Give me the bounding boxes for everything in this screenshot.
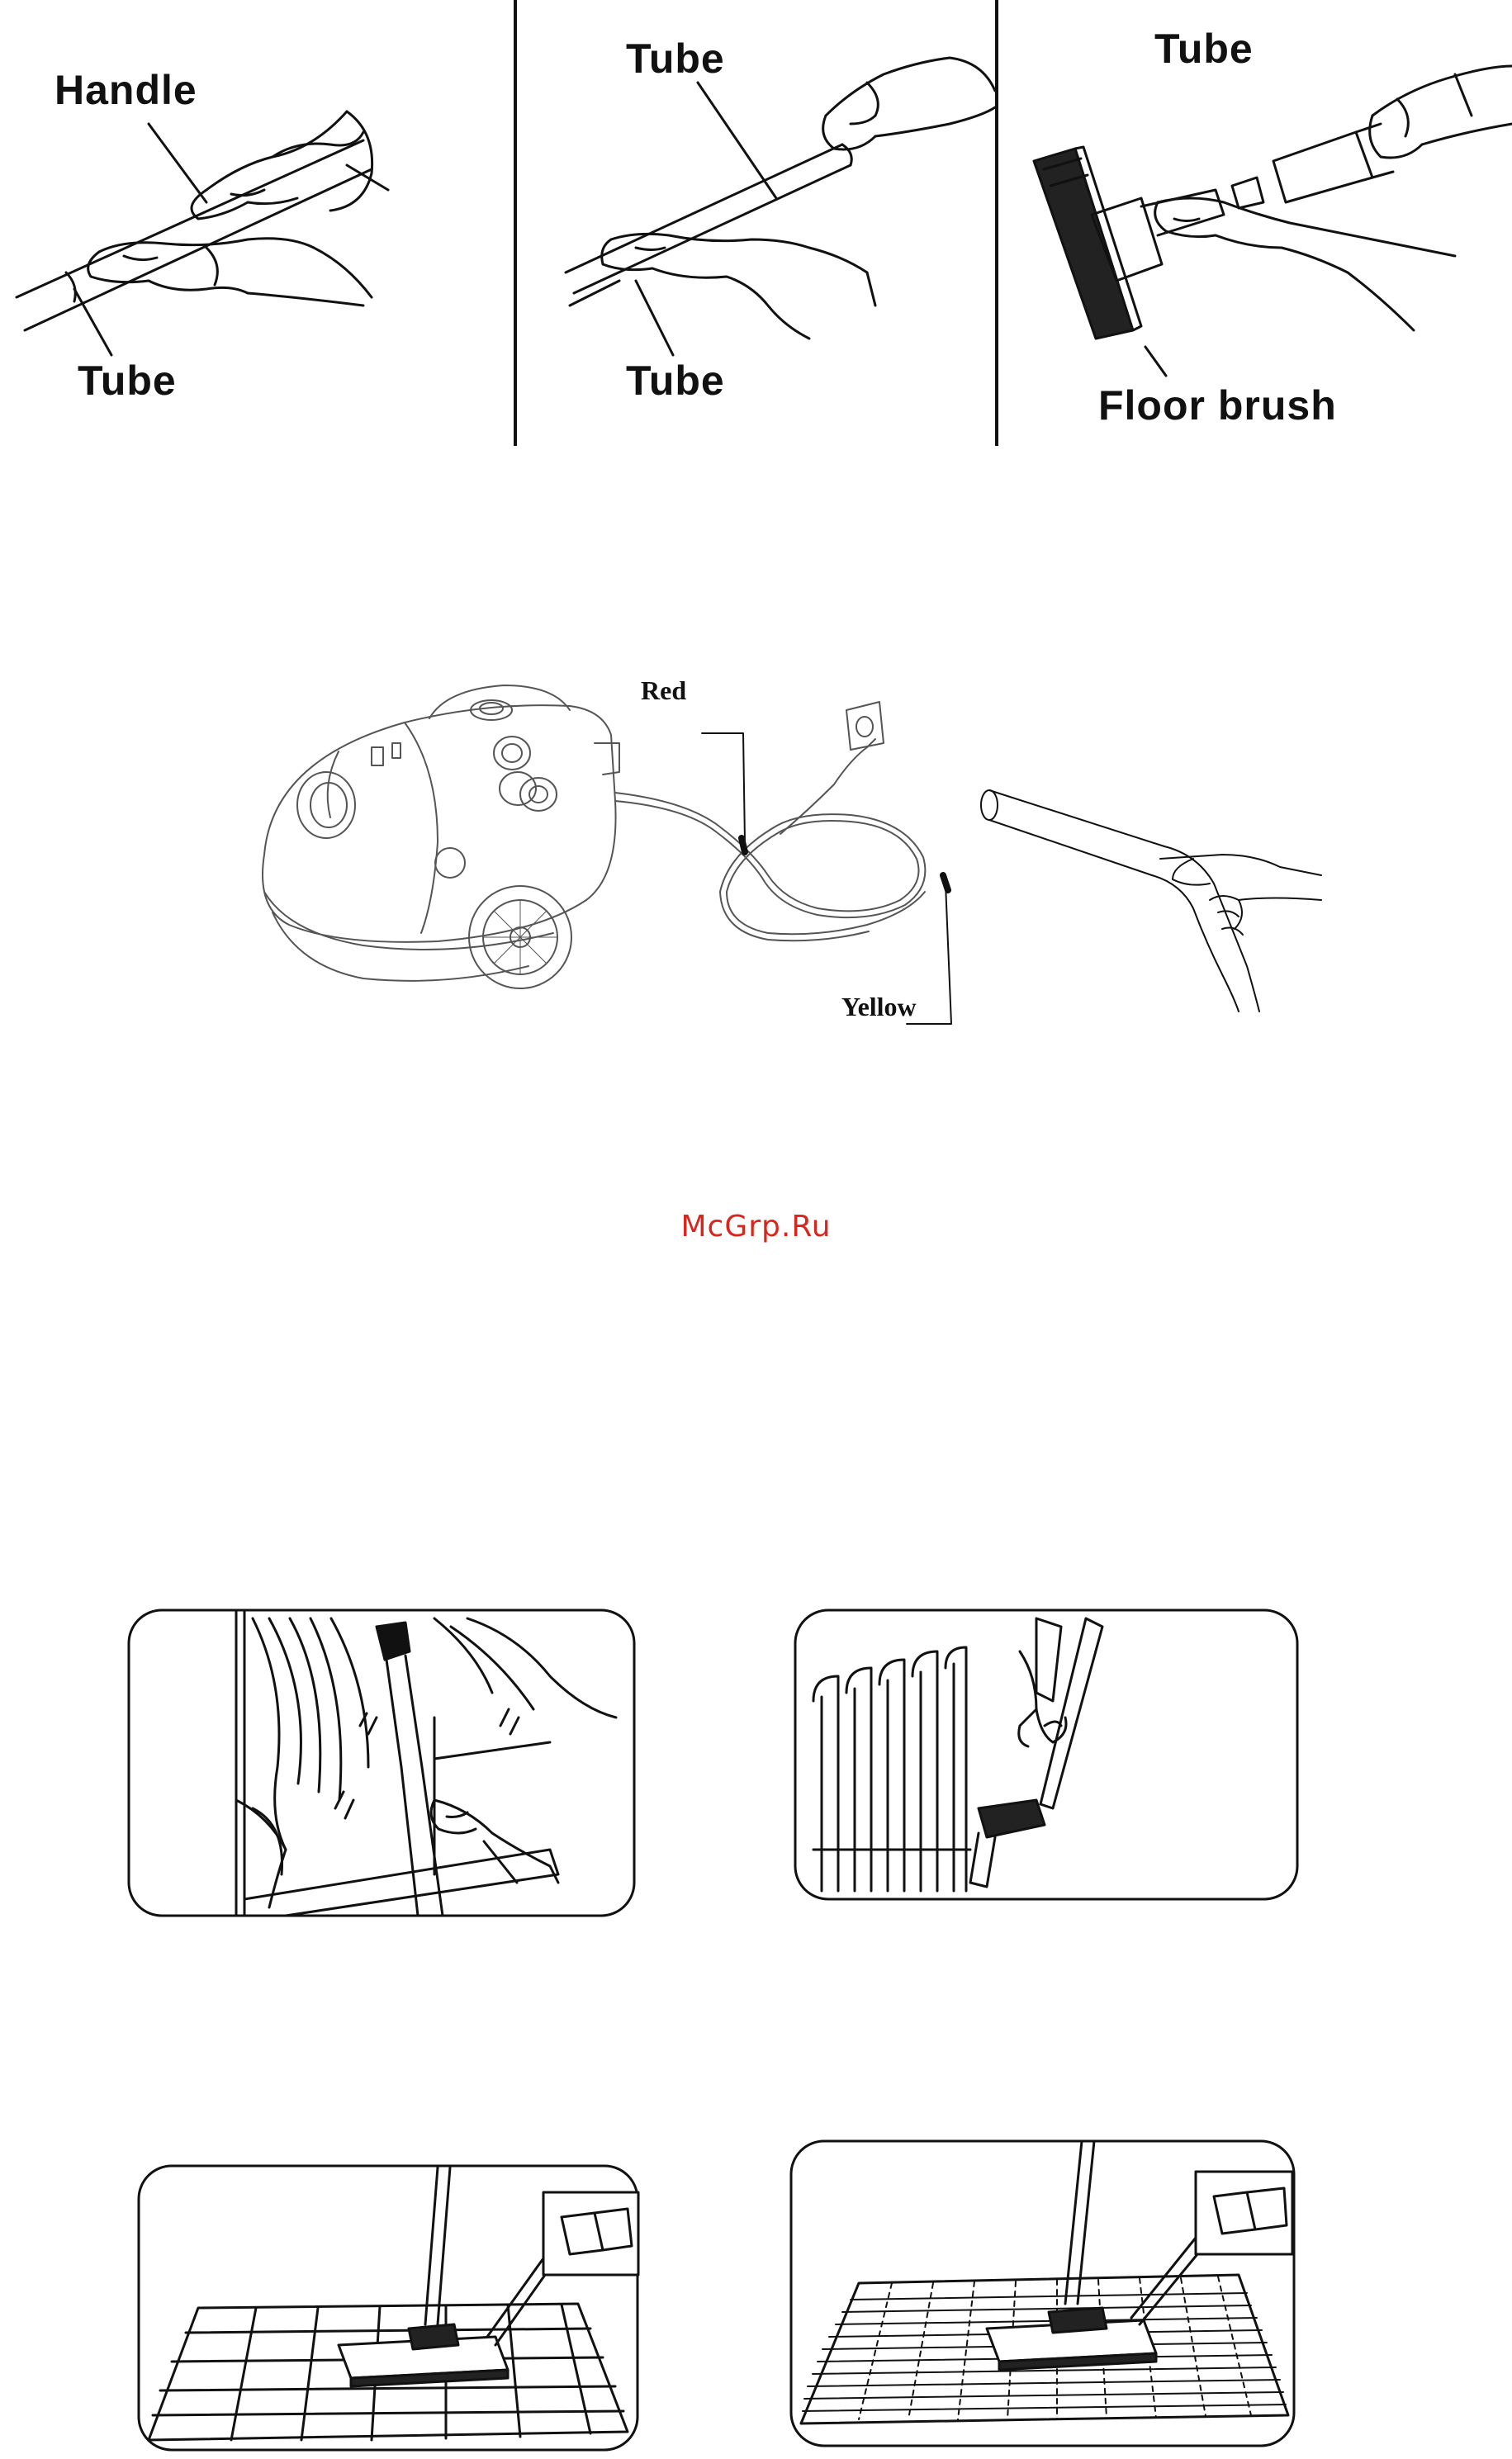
label-floor-brush: Floor brush [1098, 381, 1337, 429]
floor-brush-assembly-illustration [1001, 0, 1512, 446]
radiator-cleaning-illustration [789, 1602, 1304, 1907]
hose-nozzle-hand-illustration [974, 776, 1321, 1016]
label-tube-panel3: Tube [1154, 25, 1254, 73]
tile-floor-cleaning-illustration [132, 2159, 644, 2457]
label-red: Red [641, 675, 686, 706]
label-yellow: Yellow [841, 992, 917, 1022]
tube-tube-assembly-illustration [520, 0, 995, 446]
panel-divider-right [995, 0, 998, 446]
label-tube-panel2-bottom: Tube [626, 357, 725, 405]
label-tube-panel1: Tube [78, 357, 177, 405]
label-handle: Handle [55, 66, 197, 114]
steam-cleaner-unit-illustration [239, 661, 983, 1040]
label-tube-panel2-top: Tube [626, 35, 725, 83]
panel-divider-left [514, 0, 517, 446]
curtain-cleaning-illustration [121, 1602, 642, 1924]
carpet-cleaning-illustration [784, 2134, 1301, 2452]
watermark: McGrp.Ru [0, 1210, 1512, 1244]
